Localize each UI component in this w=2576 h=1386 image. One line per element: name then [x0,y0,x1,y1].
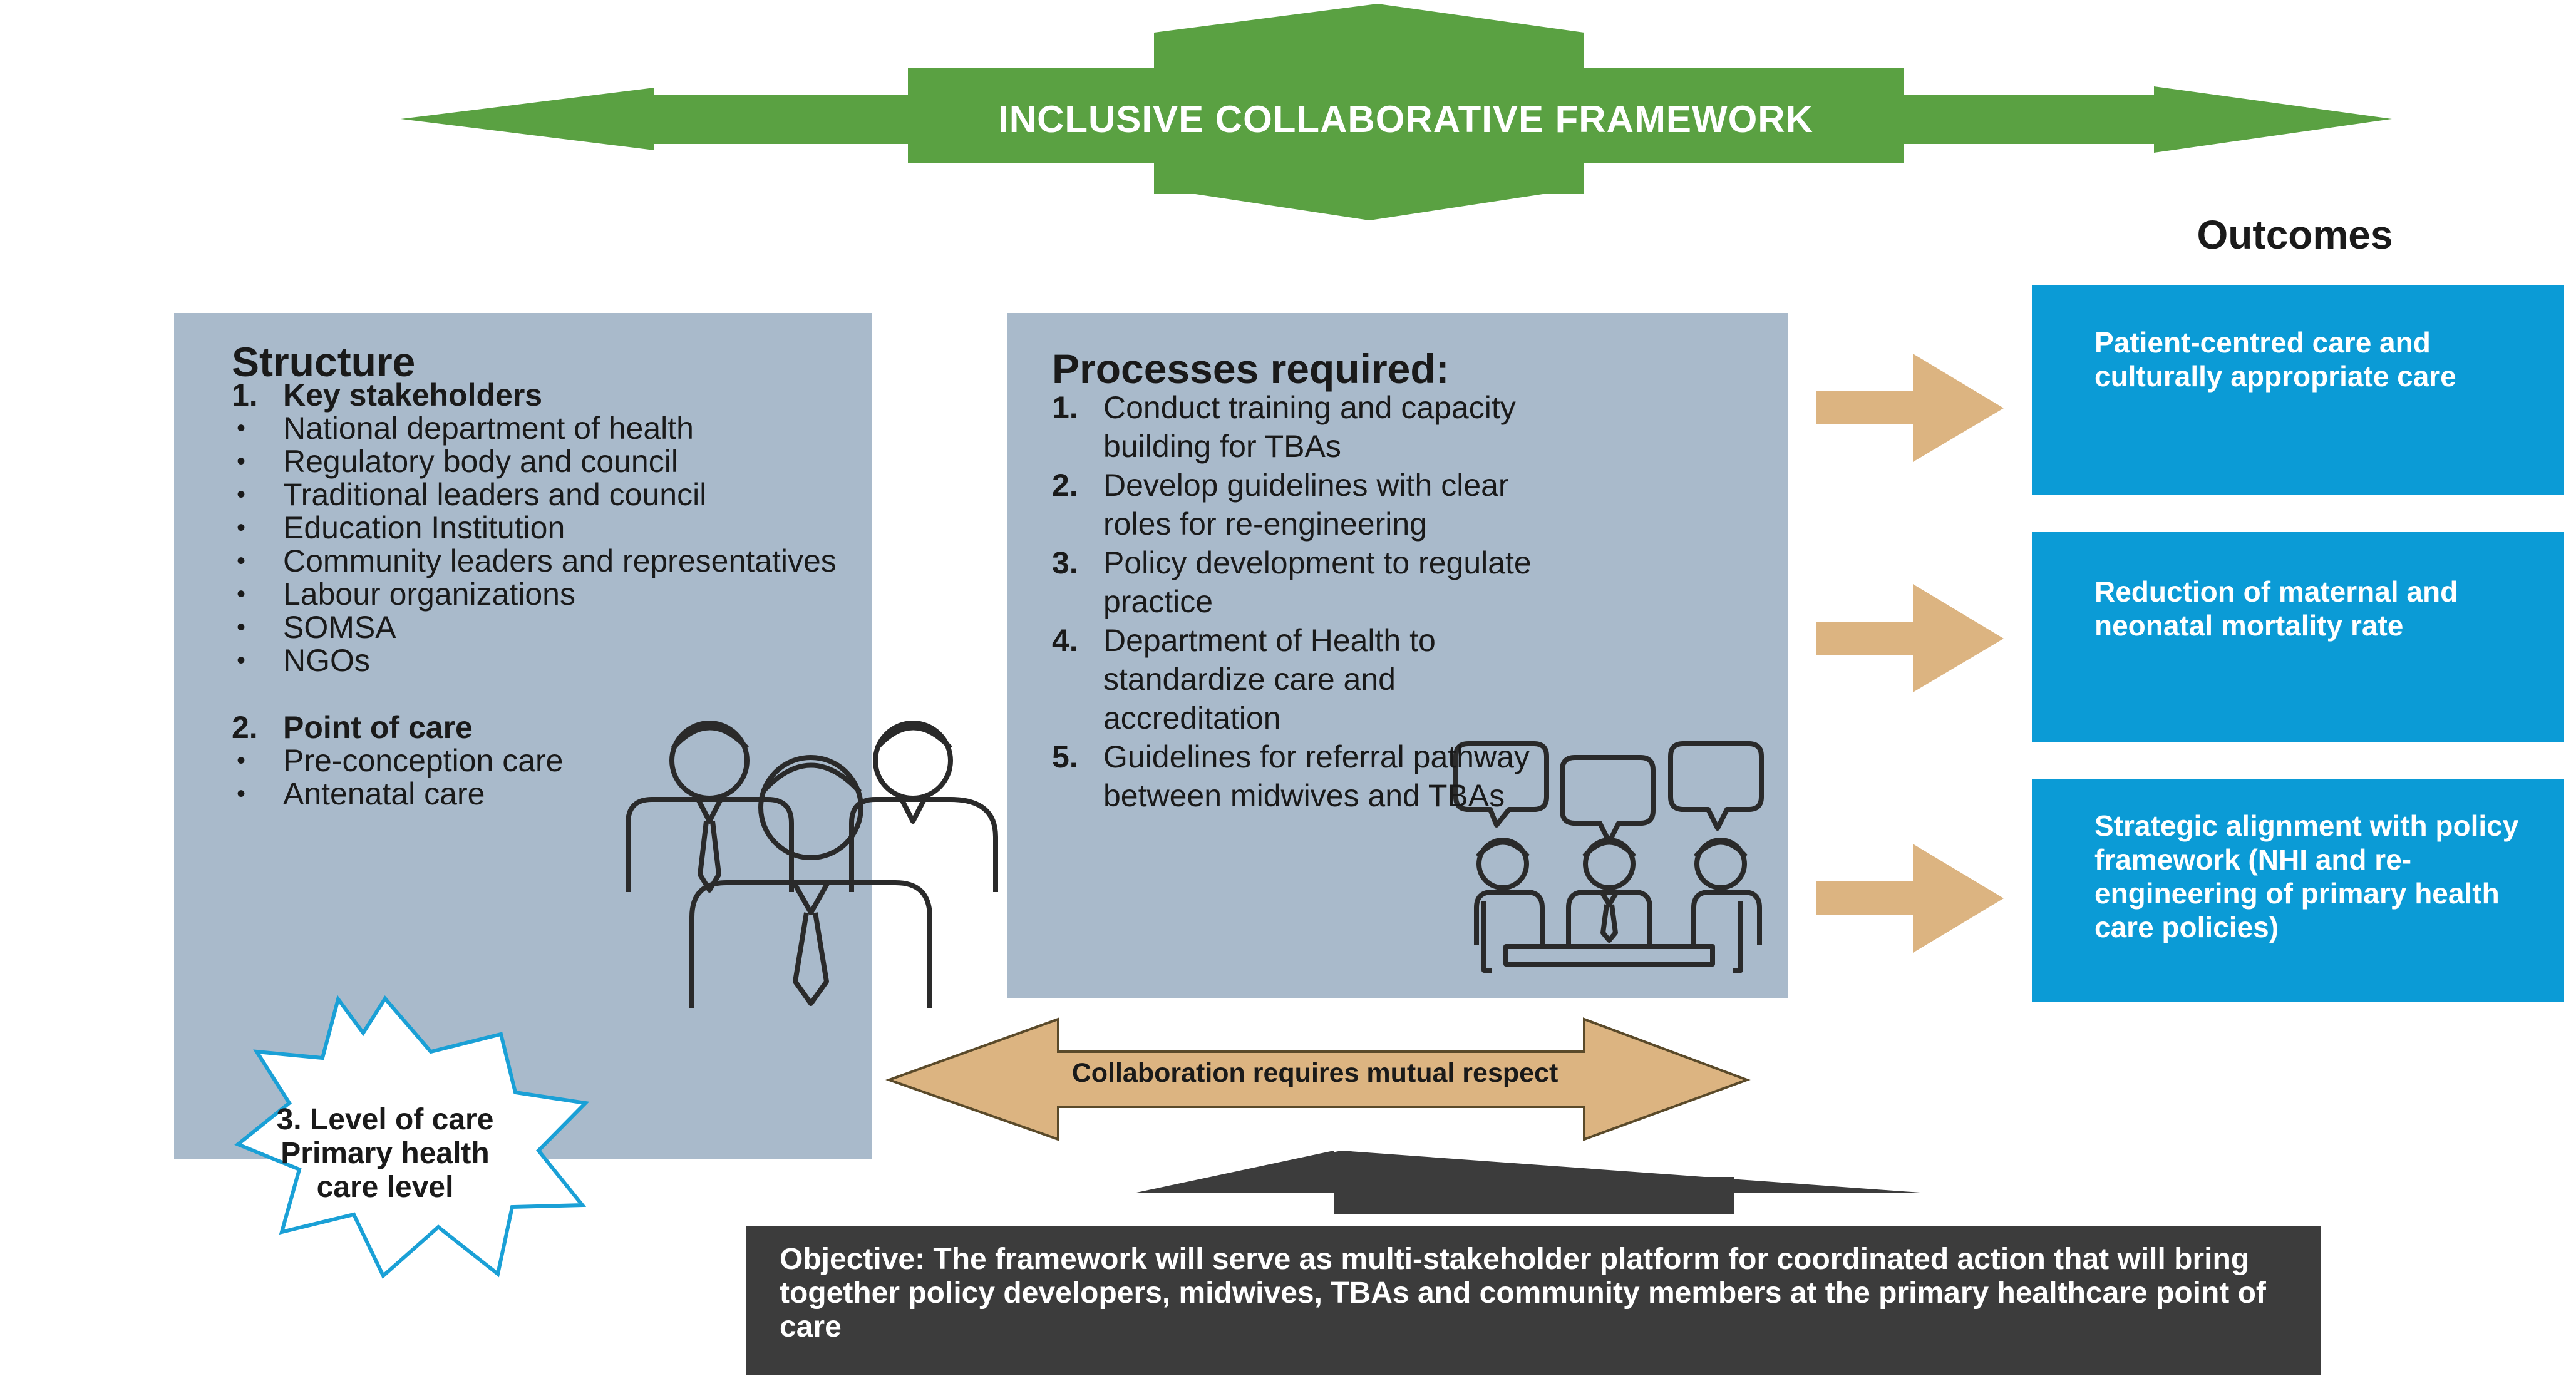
list-item: •Education Institution [232,511,858,545]
objective-text: Objective: The framework will serve as m… [780,1243,2266,1343]
level-of-care-star [234,995,590,1279]
stakeholder-list: •National department of health •Regulato… [232,412,858,677]
processes-list: 1.Conduct training and capacity building… [1052,388,1565,815]
banner-left-arrow [401,88,908,150]
list-item: •Community leaders and representatives [232,545,858,578]
banner-down-tip [1154,188,1584,220]
group-label: Key stakeholders [283,377,543,413]
structure-content: Structure 1. Key stakeholders •National … [232,339,858,811]
level-of-care-text: 3. Level of care Primary health care lev… [276,1103,494,1204]
structure-group-heading: 2. Point of care [232,711,858,744]
list-item: •National department of health [232,412,858,445]
outcome-box-2 [2032,532,2564,742]
objective-box [746,1226,2321,1375]
bullet: • [237,780,246,808]
bullet: • [237,448,246,475]
collaboration-label: Collaboration requires mutual respect [1071,1058,1558,1088]
outcome-text-2: Reduction of maternal and neonatal morta… [2094,575,2458,642]
outcome-box-3 [2032,779,2564,1002]
banner-box [908,68,1904,163]
bullet: • [237,481,246,508]
structure-group-heading: 1. Key stakeholders [232,379,858,412]
list-item: •Labour organizations [232,578,858,611]
bullet: • [237,580,246,608]
banner-down-stem [1154,157,1584,194]
objective-arrow-stem [1334,1177,1734,1214]
bullet: • [237,613,246,641]
outcome-arrow-2 [1816,584,2004,692]
list-item: •NGOs [232,644,858,677]
list-item: 1.Conduct training and capacity building… [1052,390,1516,464]
processes-content: Processes required: 1.Conduct training a… [1052,346,1565,815]
stakeholders-group-icon [626,721,998,1008]
banner-arrow [401,4,2392,220]
collaboration-double-arrow [885,1017,1751,1141]
list-item: •Regulatory body and council [232,445,858,478]
bullet: • [237,747,246,774]
banner-title: INCLUSIVE COLLABORATIVE FRAMEWORK [998,98,1813,140]
outcomes-heading: Outcomes [2197,212,2393,257]
meeting-discussion-icon [1453,741,1764,973]
list-item: •Traditional leaders and council [232,478,858,511]
point-of-care-list: •Pre-conception care •Antenatal care [232,744,858,811]
bullet: • [237,547,246,575]
structure-title: Structure [232,339,416,385]
group-number: 1. [232,377,258,413]
bullet: • [237,514,246,542]
list-item: •SOMSA [232,611,858,644]
bullet: • [237,647,246,674]
outcome-box-1 [2032,285,2564,495]
list-item: 5.Guidelines for referral pathway betwee… [1052,739,1530,813]
list-item: 4.Department of Health to standardize ca… [1052,623,1436,736]
banner-up-arrow [1154,33,1584,69]
processes-title: Processes required: [1052,346,1450,392]
group-number: 2. [232,710,258,745]
group-label: Point of care [283,710,473,745]
list-item: •Antenatal care [232,778,858,811]
bullet: • [237,414,246,442]
processes-panel [1007,313,1788,998]
structure-panel [174,313,872,1159]
banner-up-tip [1154,4,1584,33]
outcome-text-3: Strategic alignment with policy framewor… [2094,809,2519,943]
list-item: •Pre-conception care [232,744,858,778]
outcome-arrow-1 [1816,354,2004,462]
list-item: 3.Policy development to regulate practic… [1052,545,1532,619]
banner-right-arrow [1904,86,2392,153]
outcome-arrow-3 [1816,844,2004,953]
outcome-text-1: Patient-centred care and culturally appr… [2094,326,2456,393]
list-item: 2.Develop guidelines with clear roles fo… [1052,468,1509,542]
